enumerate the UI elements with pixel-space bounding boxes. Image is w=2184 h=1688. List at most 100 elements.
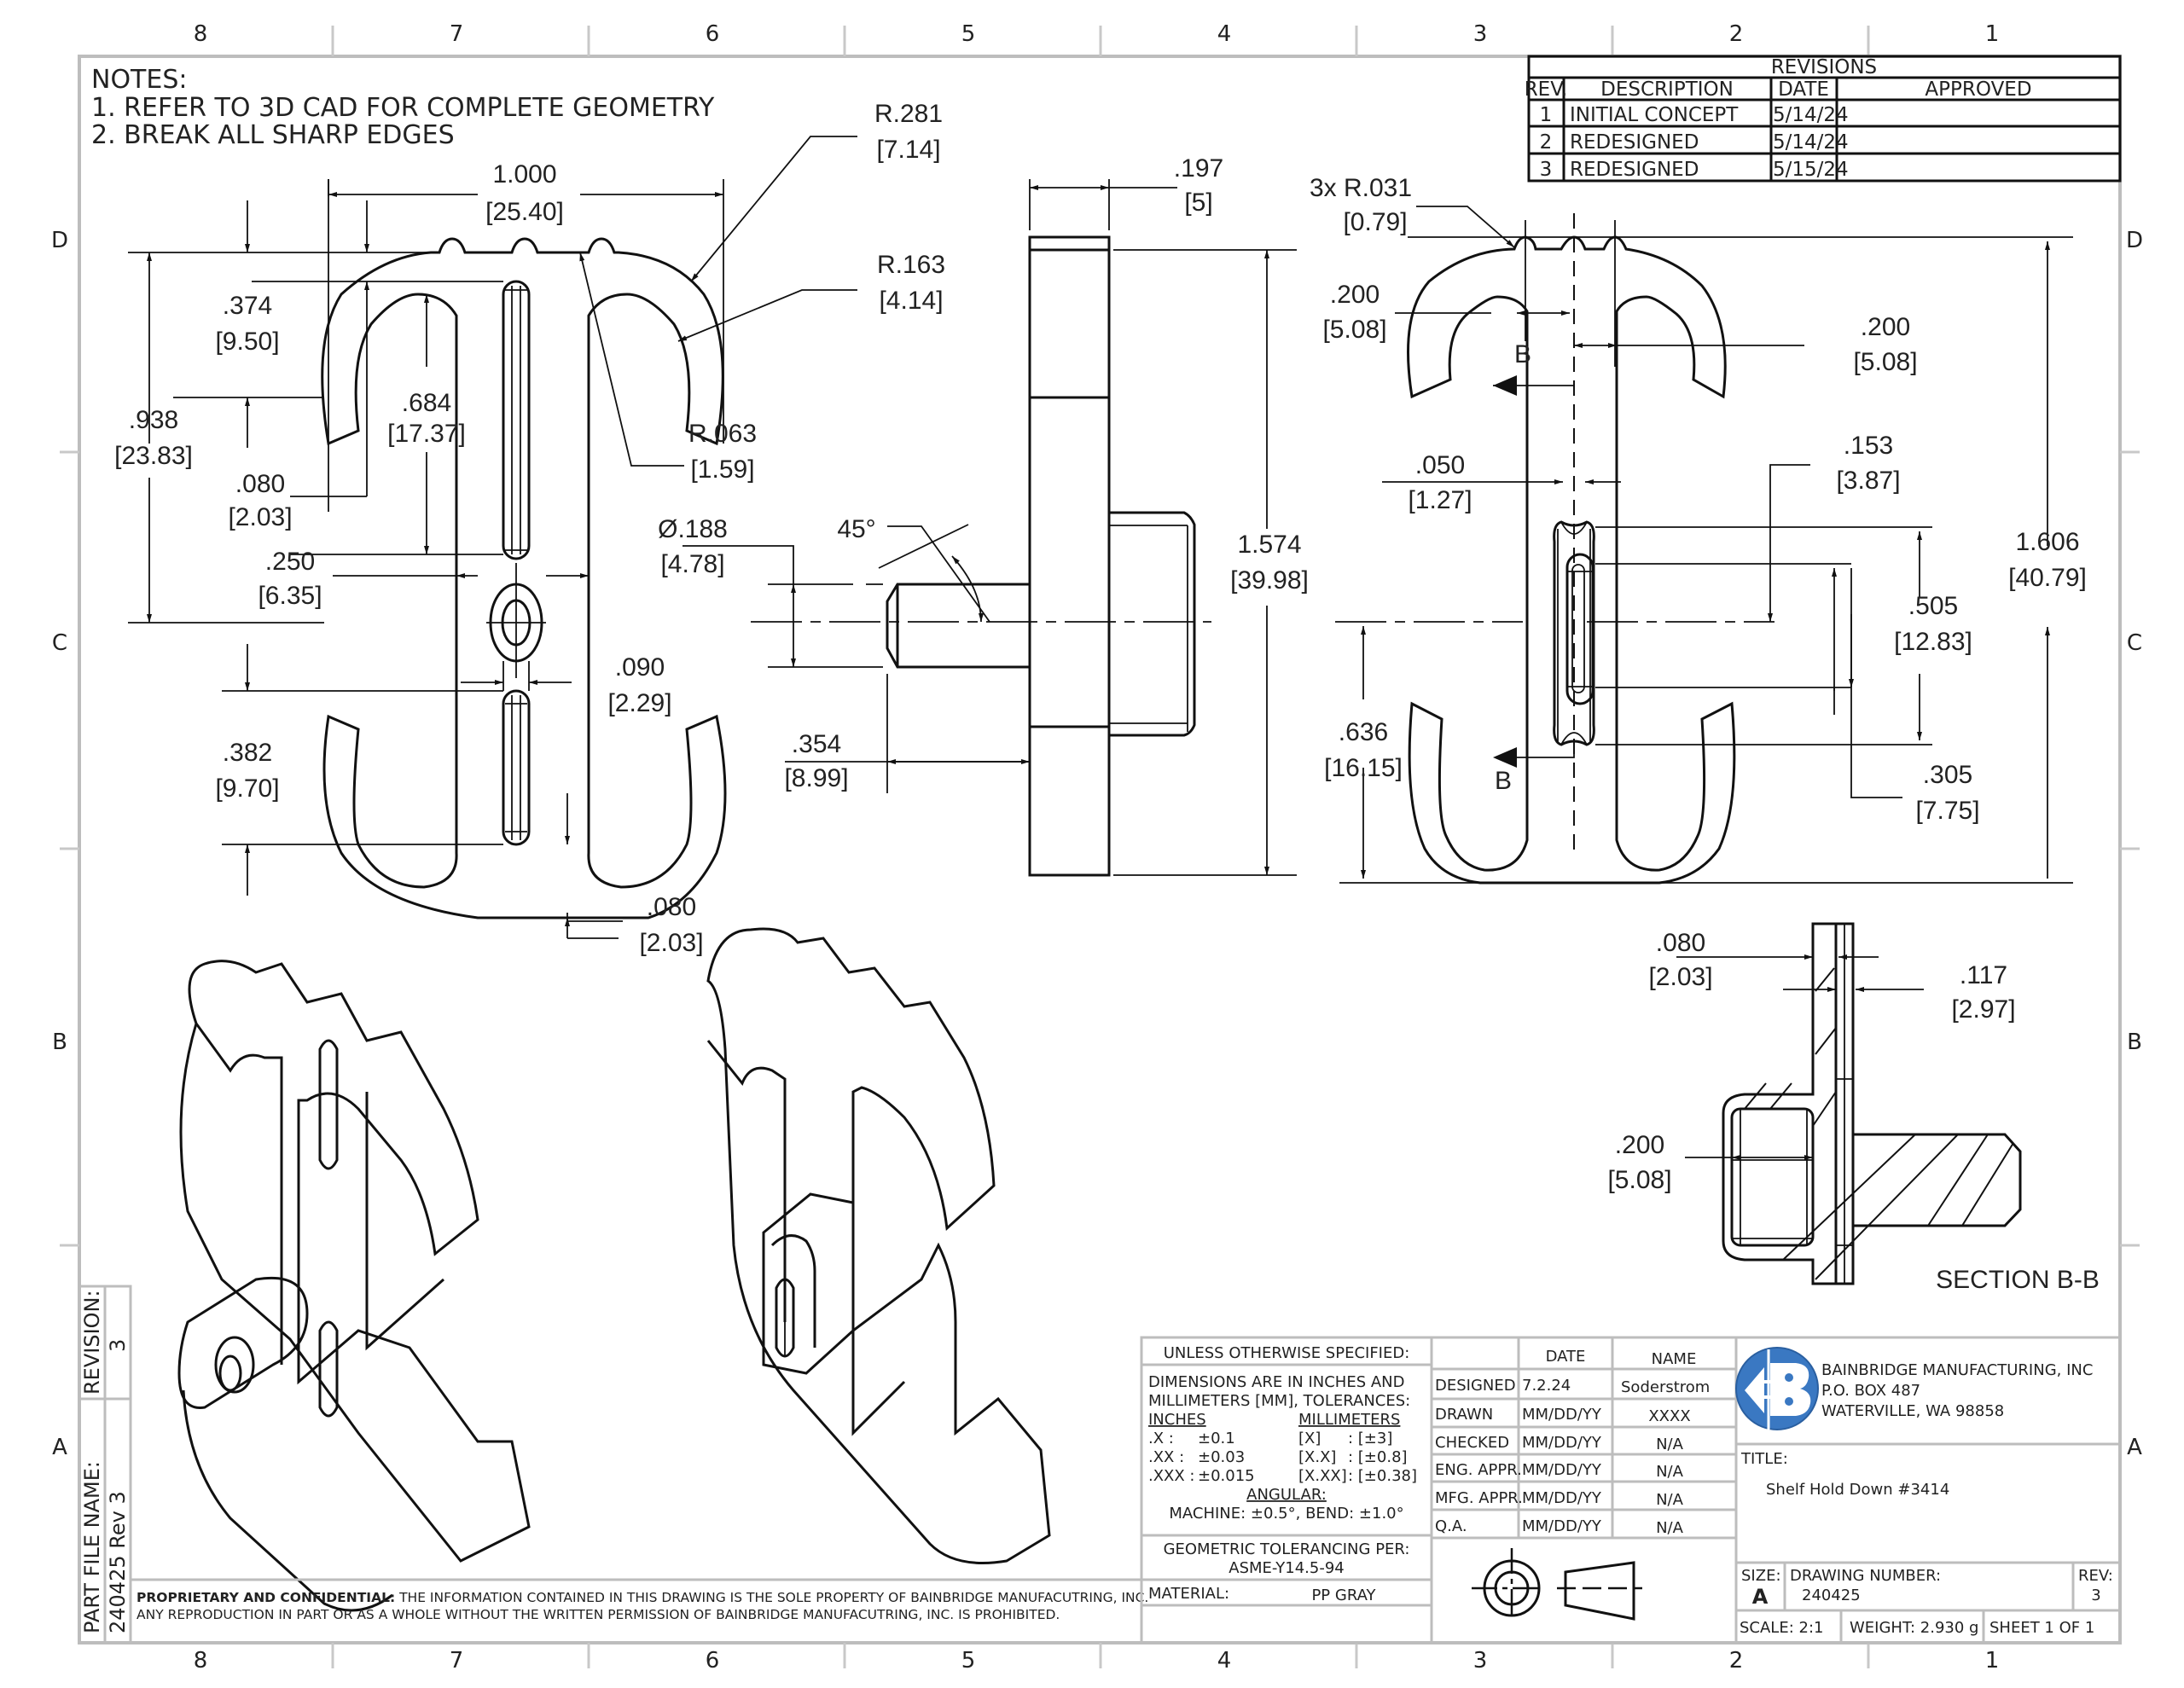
svg-text:N/A: N/A <box>1656 1519 1684 1537</box>
dim-dia188-in: Ø.188 <box>658 515 728 543</box>
zone-row-c: C <box>2127 630 2142 656</box>
approval-row: ENG. APPR. MM/DD/YY N/A <box>1435 1461 1684 1481</box>
zone-row-d: D <box>2126 228 2143 253</box>
approval-row: DESIGNED 7.2.24 Soderstrom <box>1435 1377 1710 1396</box>
approval-row: Q.A. MM/DD/YY N/A <box>1435 1517 1684 1537</box>
dim-050-mm: [1.27] <box>1408 486 1472 514</box>
section-label: SECTION B-B <box>1936 1266 2100 1294</box>
section-marker-top: B <box>1514 340 1531 368</box>
tolerance-row: .X : ±0.1 [X] : [±3] <box>1148 1430 1392 1447</box>
zone-col-7: 7 <box>450 21 464 47</box>
notes-heading: NOTES: <box>91 65 188 95</box>
isometric-view-front <box>177 960 531 1612</box>
zone-labels-top: 8 7 6 5 4 3 2 1 <box>194 21 2000 47</box>
tolerance-row: .XXX : ±0.015 [X.XX] : [±0.38] <box>1148 1467 1417 1485</box>
svg-text:PROPRIETARY AND CONFIDENTIAL:: PROPRIETARY AND CONFIDENTIAL: THE INFORM… <box>136 1590 1148 1605</box>
svg-text:REDESIGNED: REDESIGNED <box>1570 159 1699 181</box>
dim-050-in: .050 <box>1415 451 1465 479</box>
dim-width-in: 1.000 <box>492 160 556 189</box>
front-view: 1.000 [25.40] R.281 [7.14] R.163 [4.14] … <box>114 100 945 957</box>
zone-row-b: B <box>52 1030 67 1055</box>
zone-col-1: 1 <box>1985 1648 2000 1673</box>
svg-text:[X.X]: [X.X] <box>1298 1448 1336 1466</box>
zone-row-d: D <box>51 228 68 253</box>
confidential-heading: PROPRIETARY AND CONFIDENTIAL: <box>136 1590 395 1605</box>
company-address-1: P.O. BOX 487 <box>1821 1382 1920 1400</box>
dim-305-mm: [7.75] <box>1915 797 1979 825</box>
dim-197-mm: [5] <box>1184 189 1212 217</box>
zone-col-5: 5 <box>961 21 976 47</box>
title-block: BAINBRIDGE MANUFACTURING, INC P.O. BOX 4… <box>1734 1336 2122 1644</box>
angular-value: MACHINE: ±0.5°, BEND: ±1.0° <box>1169 1505 1403 1523</box>
dim-r163-mm: [4.14] <box>879 287 943 315</box>
dim-080a-in: .080 <box>235 470 285 498</box>
dim-1606-in: 1.606 <box>2015 528 2079 556</box>
zone-col-5: 5 <box>961 1648 976 1673</box>
back-view: 3x R.031 [0.79] .200 [5.08] .200 [5.08] … <box>1310 174 2087 885</box>
size-value: A <box>1752 1585 1769 1609</box>
dim-938-mm: [23.83] <box>114 442 193 470</box>
dim-r031-in: 3x R.031 <box>1310 174 1412 202</box>
approved-col-header: APPROVED <box>1925 78 2031 101</box>
dim-1606-mm: [40.79] <box>2008 564 2087 592</box>
revision-value: 3 <box>106 1339 130 1352</box>
zone-col-7: 7 <box>450 1648 464 1673</box>
svg-text:.XXX :: .XXX : <box>1148 1467 1195 1485</box>
zone-col-2: 2 <box>1729 1648 1744 1673</box>
zone-col-3: 3 <box>1473 1648 1488 1673</box>
svg-text:MM/DD/YY: MM/DD/YY <box>1522 1489 1602 1507</box>
dim-r031-mm: [0.79] <box>1343 208 1407 236</box>
inches-label: INCHES <box>1148 1411 1206 1429</box>
company-address-2: WATERVILLE, WA 98858 <box>1821 1402 2004 1420</box>
third-angle-projection-icon <box>1472 1548 1642 1629</box>
dim-250-in: .250 <box>265 548 315 576</box>
revision-row: 2 REDESIGNED 5/14/24 <box>1540 131 1849 154</box>
revision-row: 1 INITIAL CONCEPT 5/14/24 <box>1540 104 1849 126</box>
svg-text:N/A: N/A <box>1656 1463 1684 1481</box>
company-logo <box>1735 1347 1819 1430</box>
dim-r281-in: R.281 <box>874 100 943 128</box>
svg-text:MM/DD/YY: MM/DD/YY <box>1522 1434 1602 1452</box>
dim-sec-117-mm: [2.97] <box>1951 995 2015 1024</box>
tolerance-row: .XX : ±0.03 [X.X] : [±0.8] <box>1148 1448 1408 1466</box>
revisions-title: REVISIONS <box>1771 56 1877 78</box>
svg-text:5/14/24: 5/14/24 <box>1773 104 1849 126</box>
svg-text:.X :: .X : <box>1148 1430 1174 1447</box>
rev-label: REV: <box>2078 1567 2113 1585</box>
svg-text:5/14/24: 5/14/24 <box>1773 131 1849 154</box>
svg-text:DESIGNED: DESIGNED <box>1435 1377 1516 1395</box>
dim-200a-in: .200 <box>1330 281 1380 309</box>
dim-374-in: .374 <box>223 292 272 320</box>
svg-text:XXXX: XXXX <box>1648 1407 1690 1425</box>
svg-text:MM/DD/YY: MM/DD/YY <box>1522 1406 1602 1424</box>
dim-382-mm: [9.70] <box>215 774 279 803</box>
zone-labels-sides: D C B A D C B A <box>51 228 2143 1460</box>
svg-text:[X]: [X] <box>1298 1430 1321 1447</box>
svg-text:CHECKED: CHECKED <box>1435 1434 1509 1452</box>
svg-text:±0.1: ±0.1 <box>1198 1430 1235 1447</box>
svg-text:MFG. APPR.: MFG. APPR. <box>1435 1489 1523 1507</box>
confidential-line-2: ANY REPRODUCTION IN PART OR AS A WHOLE W… <box>136 1607 1060 1622</box>
dim-505-in: .505 <box>1908 592 1958 620</box>
dim-636-in: .636 <box>1339 718 1388 746</box>
rev-value: 3 <box>2091 1586 2100 1604</box>
dim-200a-mm: [5.08] <box>1322 316 1386 344</box>
svg-text:Soderstrom: Soderstrom <box>1621 1378 1710 1396</box>
zone-row-a: A <box>2127 1435 2142 1460</box>
sheet-border <box>60 26 2140 1668</box>
dim-354-mm: [8.99] <box>784 764 848 792</box>
dim-090-mm: [2.29] <box>607 689 671 717</box>
isometric-view-back <box>706 927 1051 1564</box>
dim-r063-mm: [1.59] <box>690 455 754 484</box>
svg-text:5/15/24: 5/15/24 <box>1773 159 1849 181</box>
approvals-block: DATE NAME DESIGNED 7.2.24 Soderstrom DRA… <box>1430 1336 1738 1644</box>
zone-col-2: 2 <box>1729 21 1744 47</box>
svg-text:REDESIGNED: REDESIGNED <box>1570 131 1699 154</box>
dim-sec-200-mm: [5.08] <box>1607 1166 1671 1194</box>
drawing-title: Shelf Hold Down #3414 <box>1766 1481 1949 1499</box>
material-value: PP GRAY <box>1311 1586 1376 1604</box>
tolerance-line-1: DIMENSIONS ARE IN INCHES AND <box>1148 1373 1405 1391</box>
zone-col-8: 8 <box>194 21 208 47</box>
millimeters-label: MILLIMETERS <box>1298 1411 1400 1429</box>
